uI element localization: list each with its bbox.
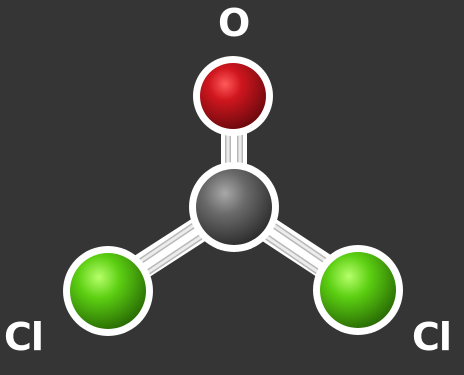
- atom-carbon: [189, 162, 279, 252]
- atom-label-oxygen: O: [218, 1, 250, 45]
- atom-label-chlorine-left: Cl: [4, 315, 44, 359]
- atom-chlorine-right: [313, 245, 403, 335]
- atom-label-chlorine-right: Cl: [412, 315, 452, 359]
- atom-chlorine-left: [63, 246, 153, 336]
- atom-oxygen: [193, 56, 273, 136]
